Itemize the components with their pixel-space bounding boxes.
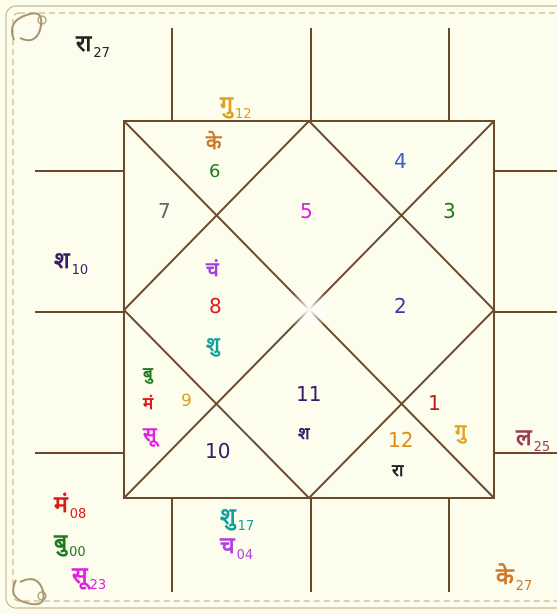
planet-rahu-inner: रा: [392, 463, 403, 480]
house-10: 10: [205, 441, 230, 461]
outer-budh: बु00: [54, 532, 86, 559]
house-1: 1: [428, 393, 441, 413]
house-7: 7: [158, 201, 171, 221]
house-2: 2: [394, 296, 407, 316]
planet-chandra-inner: चं: [206, 259, 219, 279]
outer-mangal: मं08: [54, 494, 86, 521]
house-4: 4: [394, 151, 407, 171]
outer-rahu: रा27: [76, 33, 110, 60]
center-glow: [287, 288, 331, 332]
planet-budh-inner: बु: [143, 366, 153, 383]
planet-mangal-inner: मं: [143, 396, 153, 413]
house-12: 12: [388, 430, 413, 450]
house-3: 3: [443, 201, 456, 221]
house-11: 11: [296, 384, 321, 404]
outer-shukra: शु17: [220, 506, 254, 533]
planet-guru-inner: गु: [455, 421, 466, 441]
planet-shani-inner: श: [298, 426, 310, 443]
house-5: 5: [300, 201, 313, 221]
outer-ketu: के27: [496, 566, 532, 593]
planet-ketu-inner: के: [206, 132, 221, 152]
house-8: 8: [209, 296, 222, 316]
planet-surya-inner: सू: [143, 424, 157, 444]
ornamental-border: [6, 6, 557, 608]
house-6: 6: [209, 163, 220, 181]
planet-shukra-inner: शु: [206, 334, 220, 354]
outer-guru: गु12: [220, 94, 252, 121]
outer-surya: सू23: [72, 565, 106, 592]
house-9: 9: [181, 393, 192, 410]
